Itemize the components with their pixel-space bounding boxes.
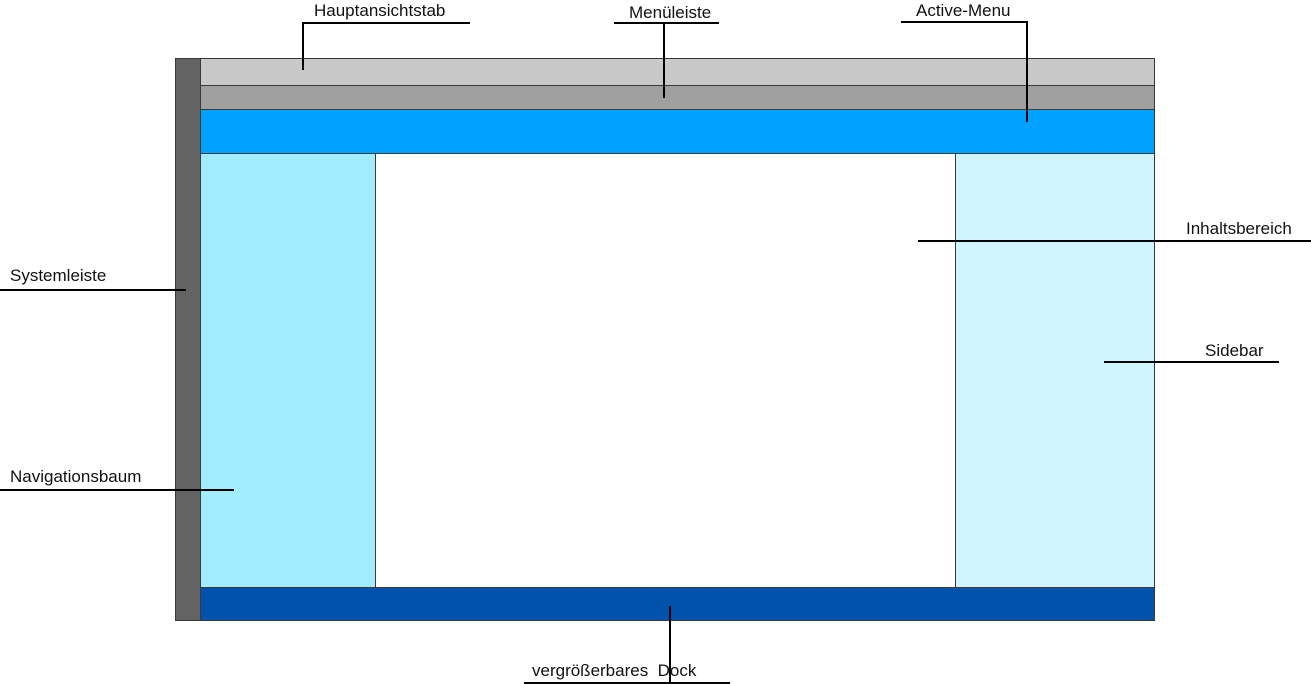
label-active-menu: Active-Menu: [916, 1, 1011, 20]
label-menu-bar: Menüleiste: [629, 3, 712, 22]
navigation-tree-region: [200, 153, 376, 588]
content-area-region: [375, 153, 956, 588]
sidebar-region: [955, 153, 1155, 588]
label-main-view-tab: Hauptansichtstab: [314, 1, 446, 20]
label-system-bar: Systemleiste: [10, 266, 107, 285]
dock-region: [200, 587, 1155, 621]
label-content-area: Inhaltsbereich: [1186, 219, 1292, 238]
label-dock: vergrößerbares Dock: [532, 661, 697, 680]
label-sidebar: Sidebar: [1205, 341, 1264, 360]
main-view-tab-region: [200, 58, 1155, 86]
label-navigation-tree: Navigationsbaum: [10, 467, 142, 486]
system-bar-region: [175, 58, 201, 621]
active-menu-region: [200, 109, 1155, 154]
